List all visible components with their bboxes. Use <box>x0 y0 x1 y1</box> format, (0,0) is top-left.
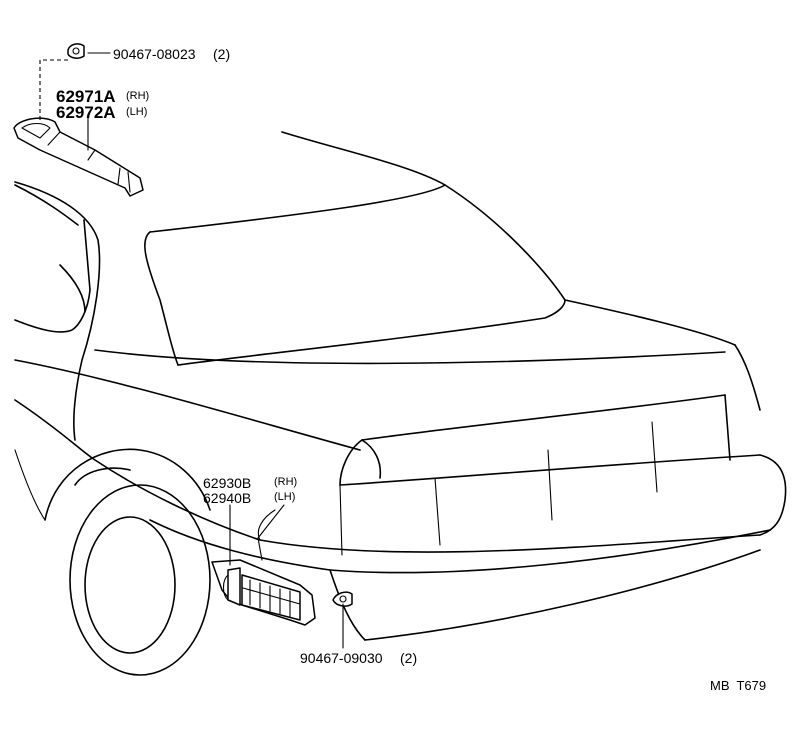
lower-vent-lh-number: 62940B <box>203 490 251 506</box>
clip-to-duct-dashed-line <box>39 59 68 120</box>
figure-code: MB T679 <box>710 678 766 693</box>
lower-clip-qty: (2) <box>400 650 417 666</box>
upper-clip-qty: (2) <box>213 46 230 62</box>
upper-duct-part-drawing <box>13 117 144 197</box>
lower-vent-lh-side: (LH) <box>274 491 295 503</box>
upper-duct-rh-side: (RH) <box>126 90 149 102</box>
car-body-drawing <box>14 131 787 676</box>
upper-duct-rh-number: 62971A <box>56 87 116 106</box>
lower-clip-number: 90467-09030 <box>300 650 383 666</box>
upper-clip-drawing <box>67 43 85 59</box>
lower-clip-drawing <box>332 591 353 607</box>
lower-vent-part-drawing <box>211 559 316 626</box>
leader-lower-vent-lh <box>257 504 285 561</box>
lower-vent-rh-side: (RH) <box>274 476 297 488</box>
upper-clip-number: 90467-08023 <box>113 46 196 62</box>
upper-duct-lh-number: 62972A <box>56 103 116 122</box>
lower-vent-rh-number: 62930B <box>203 475 251 491</box>
upper-duct-lh-side: (LH) <box>126 106 147 118</box>
